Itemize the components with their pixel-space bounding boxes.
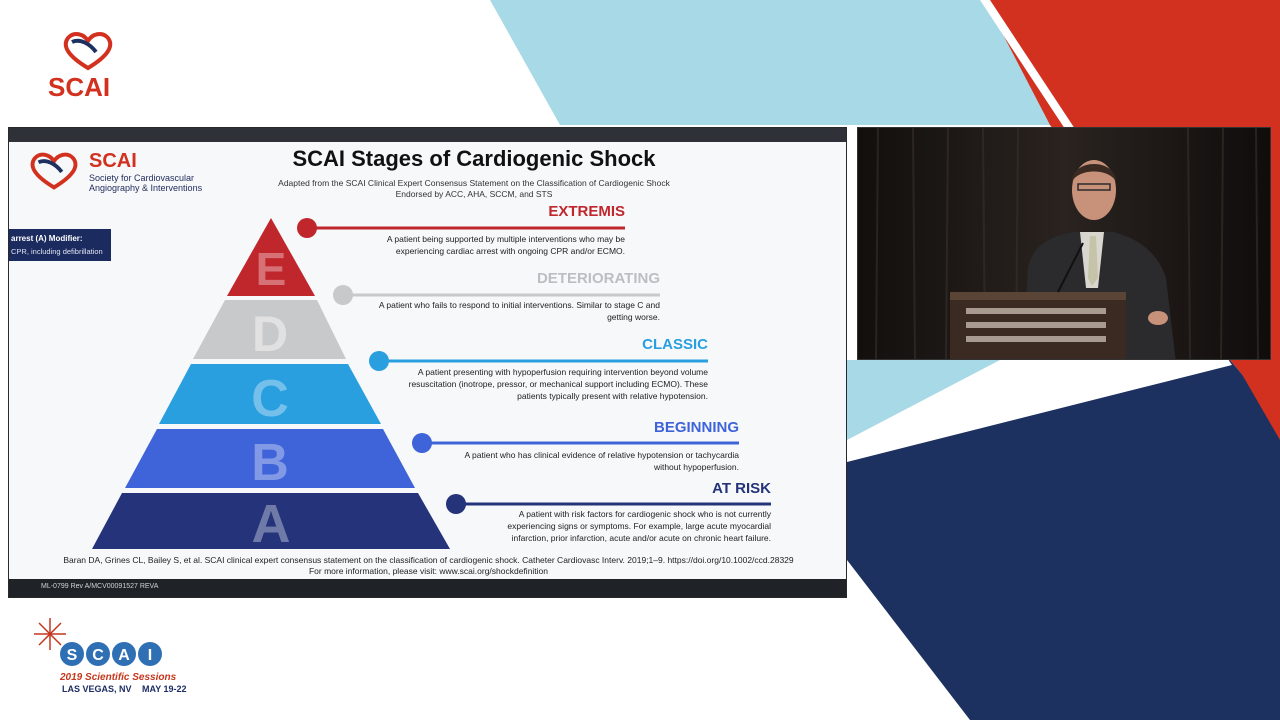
tier-letter-b: B: [251, 434, 289, 492]
desc-line: A patient being supported by multiple in…: [386, 234, 625, 244]
session-location-dates: LAS VEGAS, NV MAY 19-22: [62, 684, 187, 694]
slide-logo-word: SCAI: [89, 150, 137, 172]
corner-logo-word: SCAI: [48, 72, 111, 102]
desc-line: A patient who fails to respond to initia…: [378, 300, 660, 310]
session-title: 2019 Scientific Sessions: [60, 672, 177, 683]
session-location: LAS VEGAS, NV: [62, 684, 132, 694]
slide-footer-code: ML-0799 Rev A/MCV00091527 REVA: [41, 583, 159, 590]
stage-description: A patient who fails to respond to initia…: [379, 299, 660, 323]
heart-logo-icon: [63, 32, 113, 71]
slide-logo-subtitle: Society for Cardiovascular Angiography &…: [89, 173, 209, 193]
desc-line: without hypoperfusion.: [653, 462, 739, 472]
slide-subtitle: Adapted from the SCAI Clinical Expert Co…: [209, 178, 739, 200]
svg-text:I: I: [148, 647, 152, 664]
stage-description: A patient being supported by multiple in…: [387, 233, 625, 257]
stage-name: DETERIORATING: [536, 270, 660, 287]
desc-line: A patient with risk factors for cardioge…: [518, 509, 771, 519]
speaker-video-frame: [858, 128, 1270, 359]
scai-corner-logo: SCAI: [40, 30, 130, 102]
slide-reference: Baran DA, Grines CL, Bailey S, et al. SC…: [9, 555, 846, 577]
reference-citation: Baran DA, Grines CL, Bailey S, et al. SC…: [63, 555, 794, 565]
tier-letter-d: D: [252, 306, 288, 362]
star-icon: [34, 618, 66, 650]
desc-line: getting worse.: [607, 312, 660, 322]
tier-b: [125, 429, 415, 488]
tier-a: [92, 493, 450, 549]
stage-description: A patient presenting with hypoperfusion …: [409, 366, 708, 402]
stage-name: AT RISK: [712, 480, 771, 497]
svg-text:S: S: [67, 647, 78, 664]
svg-text:C: C: [92, 647, 104, 664]
modifier-text: CPR, including defibrillation: [11, 247, 103, 256]
desc-line: experiencing cardiac arrest with ongoing…: [395, 246, 625, 256]
tier-d: [193, 300, 346, 359]
dot-d: [333, 285, 353, 305]
slide-bottom-bar: ML-0799 Rev A/MCV00091527 REVA: [9, 579, 846, 597]
logo-sub-line2: Angiography & Interventions: [89, 183, 203, 193]
dot-e: [297, 218, 317, 238]
tier-letter-a: A: [252, 494, 291, 554]
desc-line: resuscitation (inotrope, pressor, or mec…: [408, 379, 708, 389]
tier-e: [227, 218, 315, 296]
session-logo-graphic: S C A I: [34, 618, 162, 666]
subtitle-line1: Adapted from the SCAI Clinical Expert Co…: [278, 178, 670, 188]
stage-name: BEGINNING: [653, 419, 739, 436]
logo-sub-line1: Society for Cardiovascular: [89, 173, 195, 183]
dot-b: [412, 433, 432, 453]
reference-link-text: For more information, please visit: www.…: [308, 566, 549, 576]
svg-text:A: A: [118, 647, 130, 664]
tier-letter-e: E: [256, 243, 287, 295]
desc-line: A patient who has clinical evidence of r…: [464, 450, 739, 460]
speaker-video: [857, 127, 1271, 360]
slide-top-bar: [9, 128, 846, 142]
heart-logo-icon: [30, 152, 78, 190]
desc-line: experiencing signs or symptoms. For exam…: [507, 521, 771, 531]
stage-name: CLASSIC: [642, 336, 708, 353]
stage-description: A patient with risk factors for cardioge…: [507, 508, 771, 544]
tier-c: [159, 364, 381, 424]
tier-letter-c: C: [251, 370, 289, 428]
slide-title: SCAI Stages of Cardiogenic Shock: [292, 146, 656, 171]
modifier-title: arrest (A) Modifier:: [11, 234, 83, 243]
dot-c: [369, 351, 389, 371]
subtitle-line2: Endorsed by ACC, AHA, SCCM, and STS: [395, 189, 553, 199]
arrest-modifier-box: arrest (A) Modifier: CPR, including defi…: [9, 229, 111, 261]
desc-line: A patient presenting with hypoperfusion …: [417, 367, 708, 377]
dot-a: [446, 494, 466, 514]
desc-line: infarction, prior infarction, acute and/…: [511, 533, 771, 543]
scientific-sessions-logo: S C A I 2019 Scientific Sessions LAS VEG…: [32, 616, 192, 696]
shock-stage-pyramid: E D C B A: [92, 218, 771, 554]
session-dates: MAY 19-22: [142, 684, 187, 694]
stage-name: EXTREMIS: [548, 203, 625, 220]
desc-line: patients typically present with relative…: [517, 391, 708, 401]
presentation-slide: SCAI Society for Cardiovascular Angiogra…: [8, 127, 847, 598]
slide-scai-logo: SCAI Society for Cardiovascular Angiogra…: [23, 148, 203, 194]
podium: [950, 242, 1126, 359]
stage-description: A patient who has clinical evidence of r…: [464, 449, 739, 473]
